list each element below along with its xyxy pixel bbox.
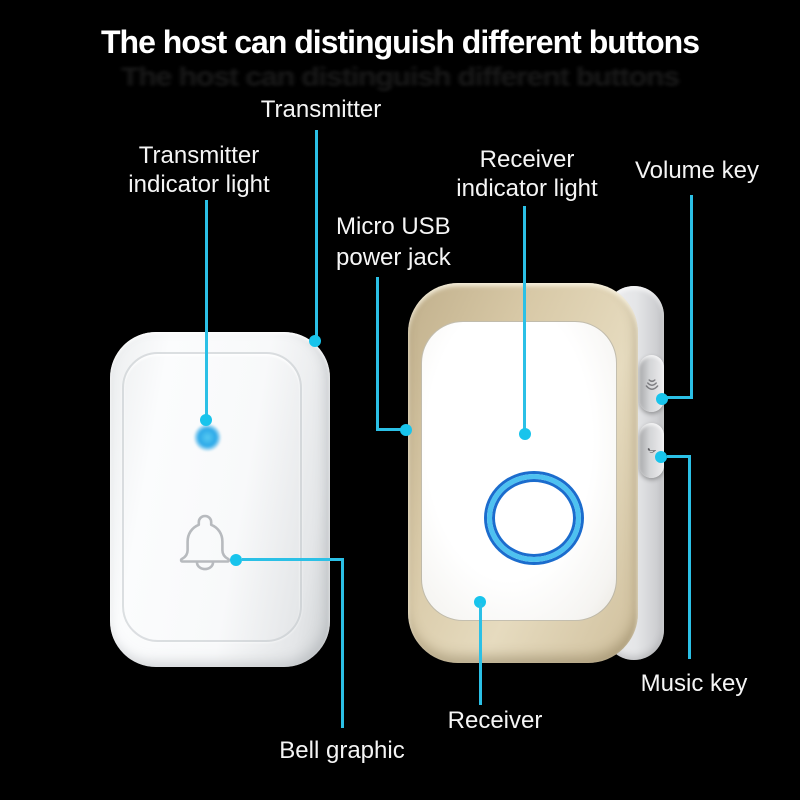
receiver-device: ♪ — [408, 283, 664, 663]
usb-power-jack-label: Micro USB power jack — [336, 213, 451, 271]
receiver-callout-line — [479, 603, 482, 705]
usb-callout-dot — [400, 424, 412, 436]
transmitter-face-outline — [122, 352, 302, 642]
receiver-indicator-callout-line — [523, 206, 526, 431]
bell-outline-icon — [179, 514, 231, 571]
transmitter-indicator-label: Transmitter indicator light — [128, 142, 270, 198]
music-key-callout-hline — [667, 455, 691, 458]
transmitter-indicator-callout-dot — [200, 414, 212, 426]
receiver-front-panel — [421, 321, 617, 621]
page-title: The host can distinguish different butto… — [101, 24, 700, 60]
music-key-label: Music key — [640, 670, 748, 697]
bell-graphic-callout-hline — [242, 558, 344, 561]
transmitter-device — [110, 332, 330, 667]
receiver-indicator-callout-dot — [519, 428, 531, 440]
usb-callout-hline — [377, 428, 404, 431]
transmitter-callout-line — [315, 130, 318, 337]
music-key-button: ♪ — [639, 423, 664, 478]
bell-graphic-callout-dot — [230, 554, 242, 566]
receiver-callout-dot — [474, 596, 486, 608]
receiver-indicator-ring-button — [487, 474, 581, 562]
volume-key-label: Volume key — [634, 157, 760, 184]
transmitter-callout-dot — [309, 335, 321, 347]
volume-waves-icon — [645, 378, 658, 390]
volume-key-callout-hline — [663, 396, 693, 399]
volume-key-callout-vline — [690, 195, 693, 398]
bell-graphic-callout-vline — [341, 558, 344, 728]
bell-graphic-label: Bell graphic — [279, 737, 405, 764]
usb-callout-vline — [376, 277, 379, 431]
transmitter-label: Transmitter — [260, 96, 382, 123]
receiver-indicator-label: Receiver indicator light — [456, 146, 598, 202]
led-indicator-light — [194, 424, 221, 451]
music-key-callout-vline — [688, 455, 691, 659]
title-reflection: The host can distinguish different butto… — [121, 63, 680, 92]
transmitter-indicator-callout-line — [205, 200, 208, 416]
receiver-label: Receiver — [447, 707, 543, 734]
volume-key-callout-dot — [656, 393, 668, 405]
music-key-callout-dot — [655, 451, 667, 463]
